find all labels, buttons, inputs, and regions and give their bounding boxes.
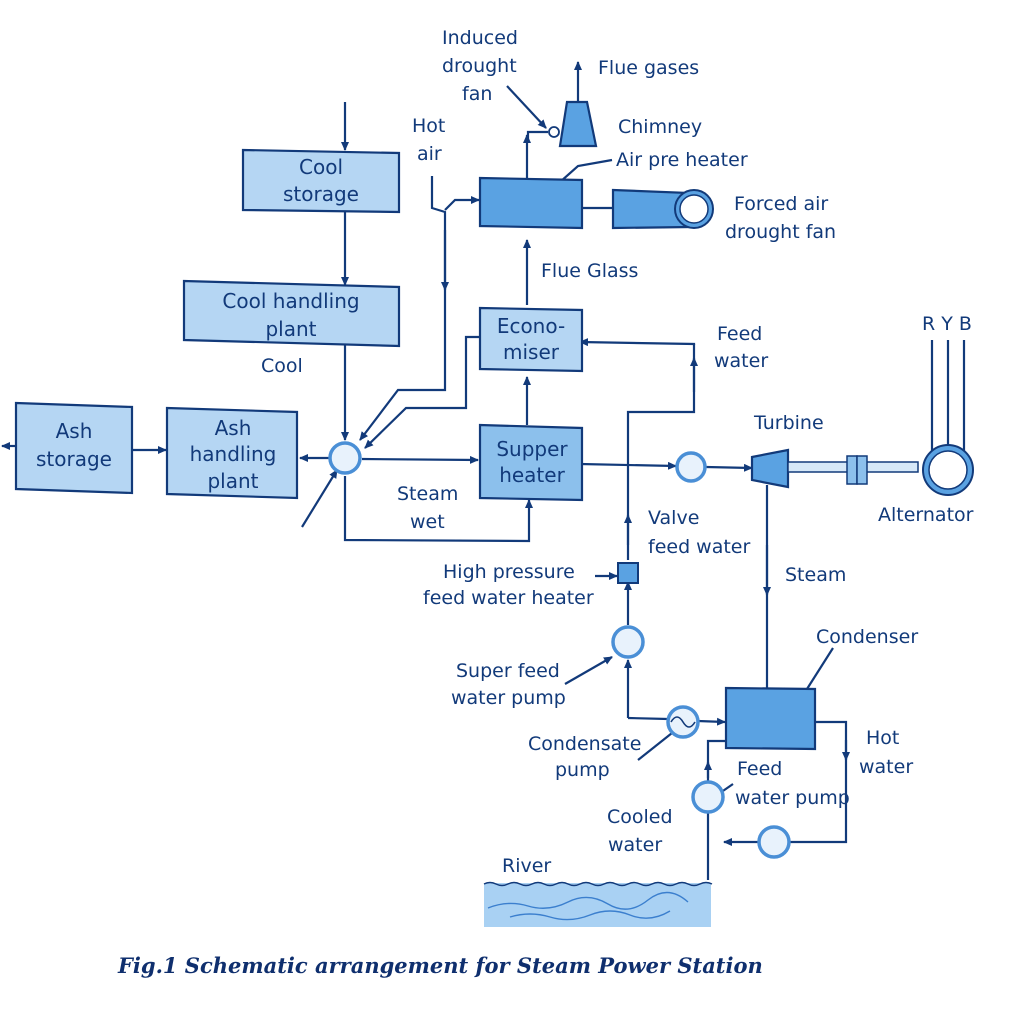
economiser-label-2: miser [503, 340, 560, 364]
condensate-pump [666, 705, 700, 739]
condensate-line [627, 716, 669, 721]
hot-water-label-2: water [859, 756, 913, 778]
induced-fan-pointer [506, 85, 547, 129]
fan-connector [526, 130, 548, 141]
ash-storage-label-1: Ash [56, 419, 93, 443]
feed-water-label-2: water [714, 350, 768, 372]
condensate-pump-to-condenser-arrow [697, 717, 726, 726]
induced-fan-label-1: Induced [442, 27, 518, 49]
cooled-water-label-2: water [608, 834, 662, 856]
feed-water-pump-label-1: Feed [737, 758, 782, 780]
hot-air-label-1: Hot [412, 115, 445, 137]
steam-wet-label-2: wet [410, 511, 445, 533]
hp-heater-label-2: feed water heater [423, 587, 594, 609]
ryb-phase-label: R Y B [922, 313, 972, 335]
condenser-label: Condenser [816, 626, 918, 648]
induced-fan-label-2: drought [442, 55, 517, 77]
steam-label: Steam [785, 564, 846, 586]
economiser-to-boiler-line [364, 335, 480, 449]
hot-water-line [790, 720, 848, 844]
flue-glass-label: Flue Glass [541, 260, 638, 282]
alternator [922, 444, 974, 496]
hot-water-label-1: Hot [866, 727, 899, 749]
super-heater-label-1: Supper [496, 437, 568, 461]
feed-water-pump-label-2: water pump [735, 787, 850, 809]
turbine [750, 448, 790, 489]
coupling-left [846, 455, 858, 485]
forced-fan-label-2: drought fan [725, 221, 836, 243]
ash-storage-label-2: storage [36, 447, 112, 471]
steam-wet-loop [343, 476, 533, 543]
air-inlet-arrow [301, 469, 338, 528]
cool-storage-label-1: Cool [299, 155, 343, 179]
cooled-water-label-1: Cooled [607, 806, 673, 828]
ash-handling-label-3: plant [207, 469, 258, 493]
air-pre-heater-label: Air pre heater [616, 149, 748, 171]
induced-fan-icon [548, 126, 560, 138]
cooled-water-line [706, 739, 725, 880]
boiler-to-superheater-arrow [361, 455, 479, 464]
cool-handling-plant-box: Cool handling plant [182, 279, 401, 348]
feed-water-label-1: Feed [717, 323, 762, 345]
forced-fan-label-1: Forced air [734, 193, 828, 215]
super-feed-pump-label-1: Super feed [456, 660, 560, 682]
hot-air-to-preheater-arrow [444, 196, 480, 211]
hp-heater-label-1: High pressure [443, 561, 575, 583]
valve-circle [675, 451, 707, 483]
ash-handling-label-1: Ash [215, 416, 252, 440]
condensate-pump-label-1: Condensate [528, 733, 641, 755]
turbine-label: Turbine [753, 412, 824, 434]
cool-handling-label-2: plant [265, 317, 316, 341]
superheater-to-valve-arrow [579, 461, 677, 470]
forced-air-fan [611, 188, 714, 230]
coupling-right [856, 455, 868, 485]
super-heater-box: Supper heater [478, 423, 584, 502]
steam-wet-label-1: Steam [397, 483, 458, 505]
super-feed-water-pump [611, 625, 645, 659]
economiser-box: Econo- miser [478, 306, 584, 373]
feed-water-pump [691, 780, 725, 814]
circulating-pump [757, 825, 791, 859]
alternator-label: Alternator [878, 504, 974, 526]
valve-label-2: feed water [648, 536, 750, 558]
cool-storage-label-2: storage [283, 182, 359, 206]
super-heater-label-2: heater [499, 463, 565, 487]
hot-air-label-2: air [417, 143, 442, 165]
super-feed-pump-label-2: water pump [451, 687, 566, 709]
air-pre-heater-box [478, 176, 584, 230]
cool-handling-label-1: Cool handling [222, 289, 359, 313]
condensate-pump-label-2: pump [555, 759, 610, 781]
flow-lines [1, 61, 966, 880]
hp-feed-water-heater [617, 562, 639, 584]
super-feed-pump-pointer [564, 656, 613, 685]
river-label: River [502, 855, 551, 877]
cool-storage-box: Cool storage [241, 148, 401, 214]
chimney-label: Chimney [618, 116, 702, 138]
ash-storage-box: Ash storage [14, 401, 134, 495]
ash-handling-label-2: handling [190, 442, 277, 466]
cool-label: Cool [261, 355, 303, 377]
valve-label-1: Valve [648, 507, 699, 529]
flue-gases-label: Flue gases [598, 57, 699, 79]
economiser-label-1: Econo- [497, 314, 565, 338]
condensate-pump-pointer [637, 732, 673, 761]
hot-air-to-boiler-line [359, 176, 447, 441]
chimney [558, 100, 598, 148]
river [483, 881, 713, 927]
ash-handling-plant-box: Ash handling plant [165, 406, 299, 500]
induced-fan-label-3: fan [462, 83, 492, 105]
valve-to-turbine-arrow [705, 463, 753, 472]
condenser [724, 686, 817, 751]
boiler-furnace-circle [328, 441, 362, 475]
feed-water-to-economiser-arrow [579, 338, 696, 347]
figure-caption: Fig.1 Schematic arrangement for Steam Po… [118, 953, 763, 978]
